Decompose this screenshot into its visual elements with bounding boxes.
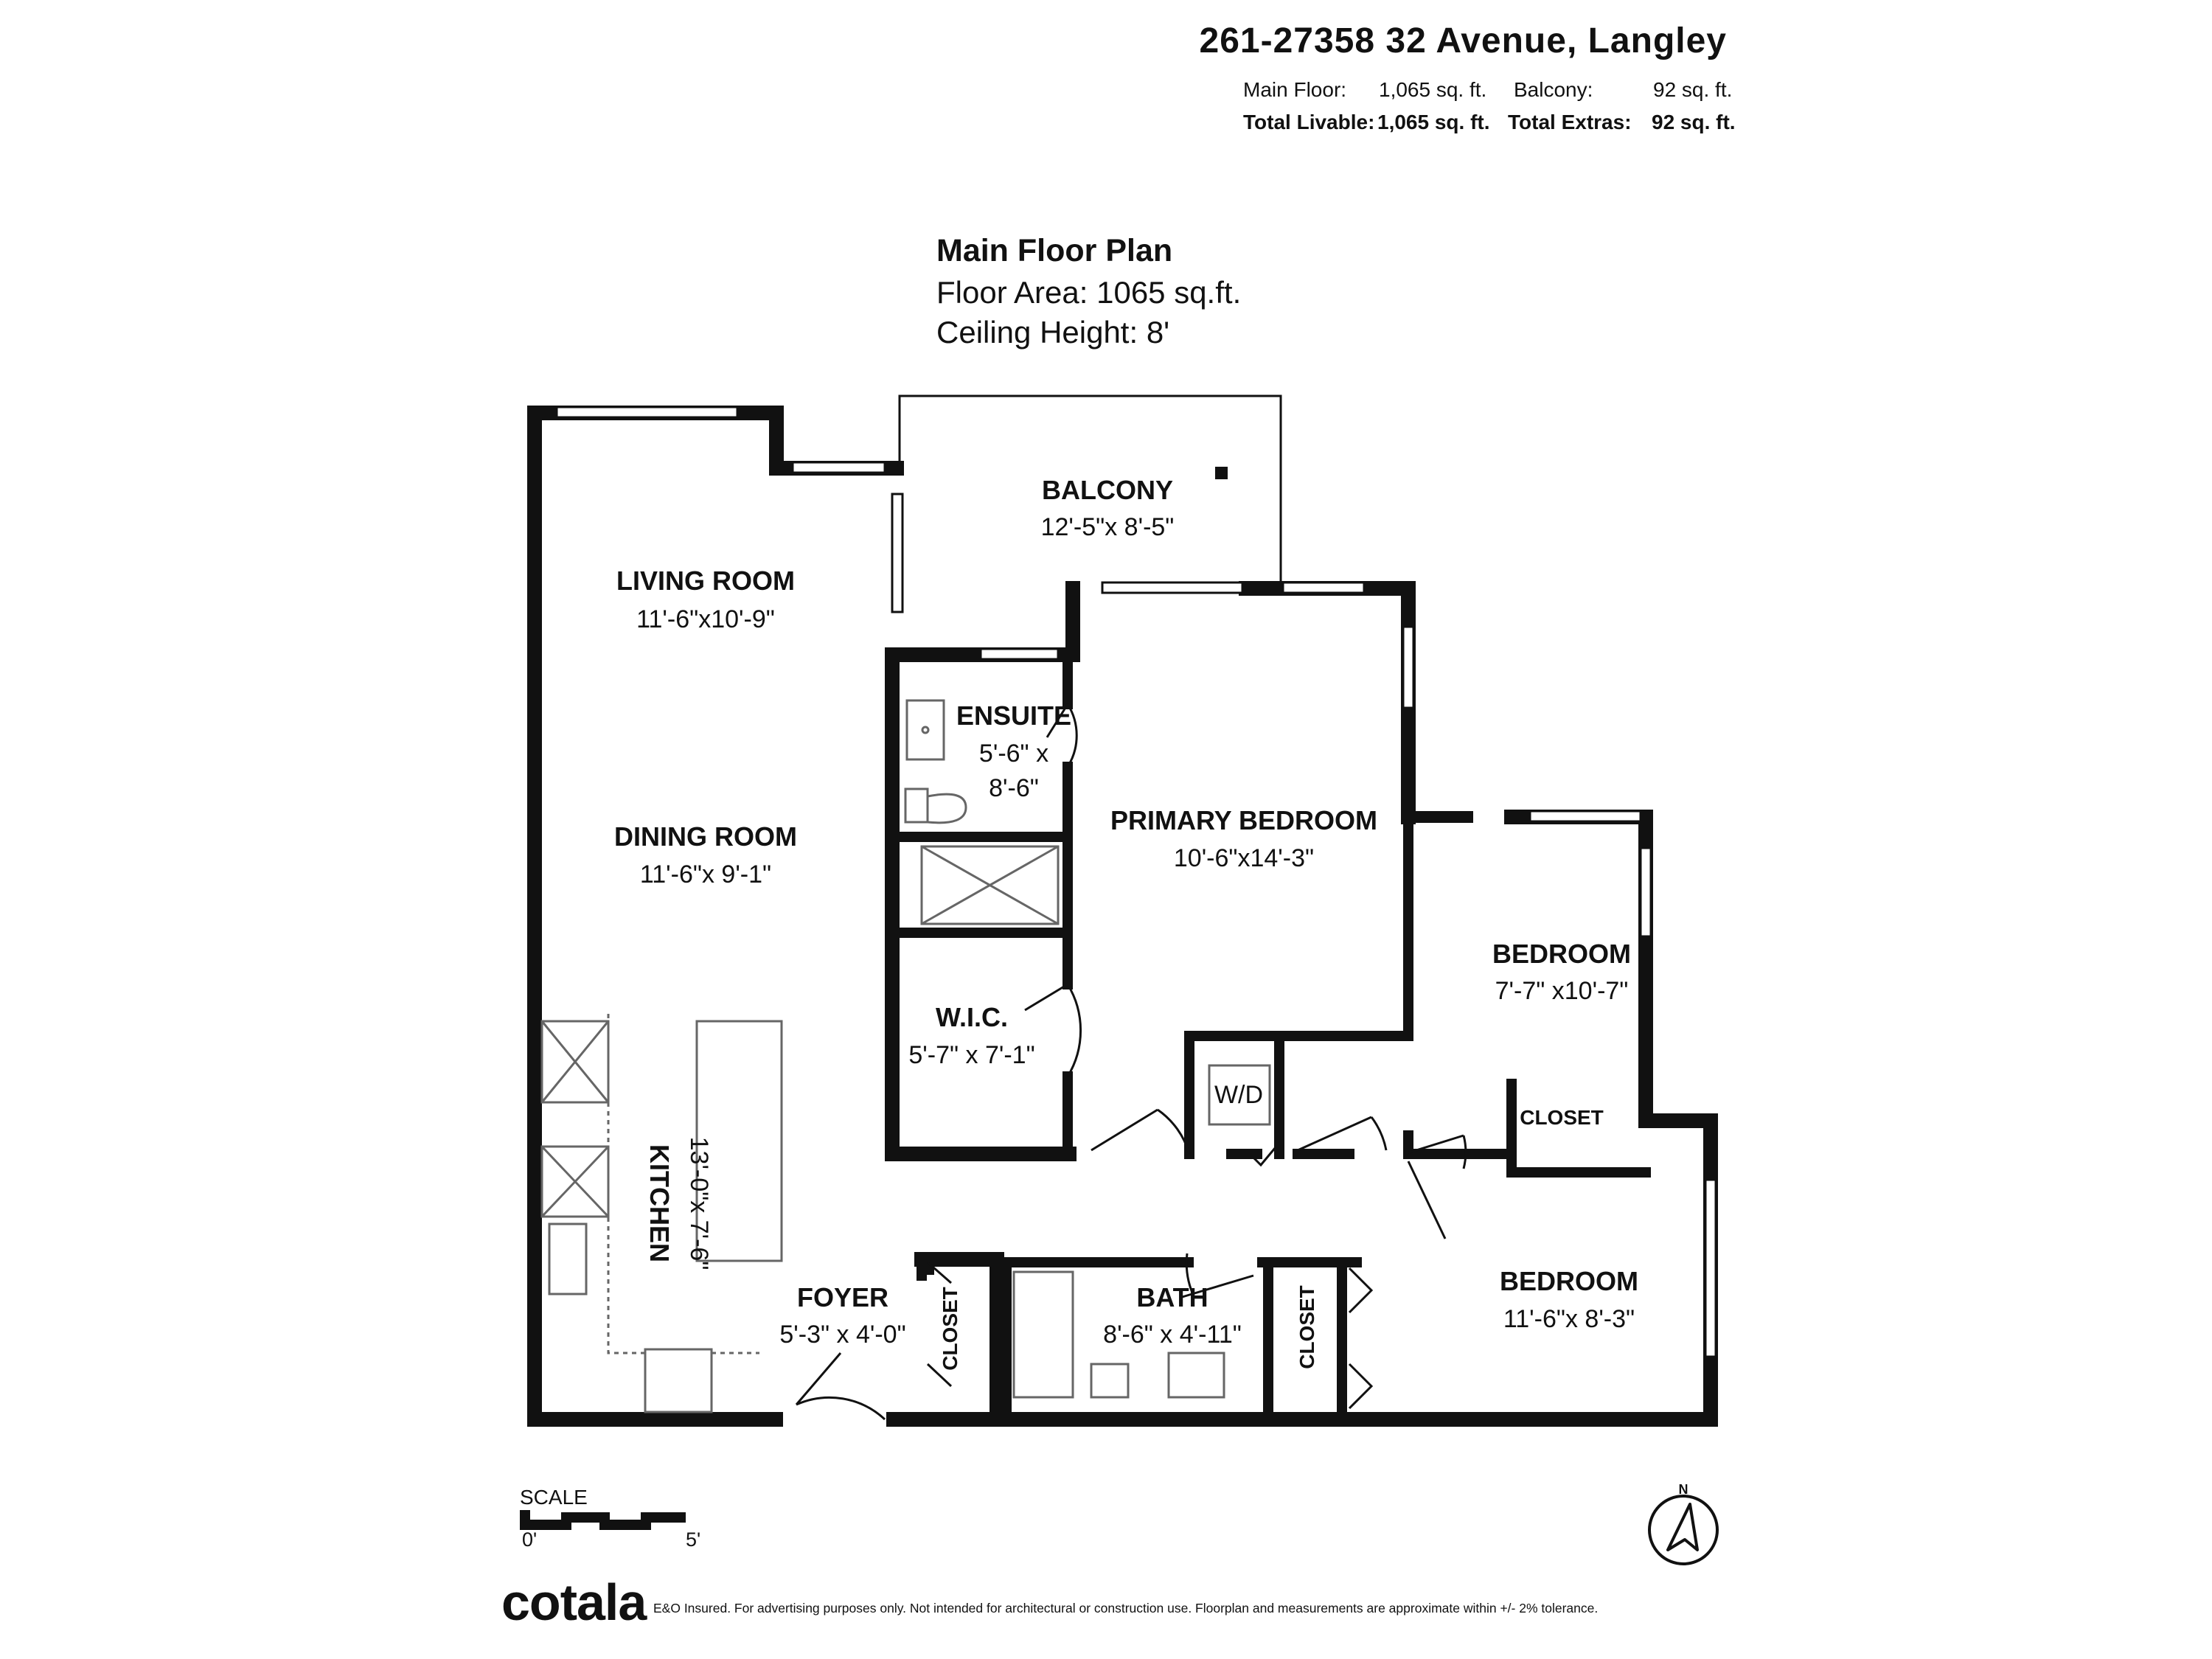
bath-label: BATH xyxy=(1136,1282,1208,1312)
foyer-dims: 5'-3" x 4'-0" xyxy=(779,1321,905,1349)
living-room-dims: 11'-6"x10'-9" xyxy=(636,605,775,633)
balcony-railing xyxy=(898,394,1282,590)
kitchen-island xyxy=(695,1020,783,1262)
plan-header: Main Floor Plan Floor Area: 1065 sq.ft. … xyxy=(936,233,1241,350)
bath-sink-icon xyxy=(1167,1352,1225,1399)
bedroom-2-dims: 7'-7" x10'-7" xyxy=(1495,977,1629,1005)
balcony-post xyxy=(1215,467,1228,479)
balcony-label: Balcony: xyxy=(1514,78,1593,101)
bedroom-2-closet-label: CLOSET xyxy=(1520,1106,1604,1129)
doors xyxy=(795,703,1467,1421)
scale-label: SCALE xyxy=(520,1486,588,1509)
ensuite-dims-line2: 8'-6" xyxy=(989,774,1039,802)
total-extras-value: 92 sq. ft. xyxy=(1652,111,1736,133)
balcony-value: 92 sq. ft. xyxy=(1653,78,1733,101)
foyer-closet-label: CLOSET xyxy=(939,1287,961,1371)
bathtub-icon xyxy=(1012,1270,1074,1399)
scale-bar xyxy=(520,1510,686,1530)
ensuite-label: ENSUITE xyxy=(956,700,1071,731)
bedroom-2-label: BEDROOM xyxy=(1492,939,1631,969)
fixtures xyxy=(540,699,1271,1413)
windows xyxy=(555,406,1717,1358)
floor-area: Floor Area: 1065 sq.ft. xyxy=(936,275,1242,310)
ensuite-toilet-icon xyxy=(904,787,929,824)
washer-dryer-icon xyxy=(1208,1064,1271,1126)
balcony-label: BALCONY xyxy=(1042,475,1173,505)
disclaimer-text: E&O Insured. For advertising purposes on… xyxy=(653,1601,1599,1615)
kitchen-dims: 13'-0"x 7'-6" xyxy=(685,1137,713,1270)
north-arrow-icon: N xyxy=(1648,1482,1719,1565)
total-livable-value: 1,065 sq. ft. xyxy=(1377,111,1490,133)
scale-start-label: 0' xyxy=(522,1528,538,1551)
property-address: 261-27358 32 Avenue, Langley xyxy=(1199,21,1727,60)
walls xyxy=(527,406,1718,1427)
ceiling-height: Ceiling Height: 8' xyxy=(936,315,1170,349)
primary-bedroom-label: PRIMARY BEDROOM xyxy=(1110,805,1377,835)
kitchen-label: KITCHEN xyxy=(644,1144,675,1262)
living-room-label: LIVING ROOM xyxy=(616,566,795,596)
main-floor-label: Main Floor: xyxy=(1243,78,1347,101)
dining-room-label: DINING ROOM xyxy=(614,821,797,852)
total-extras-label: Total Extras: xyxy=(1508,111,1632,133)
primary-bedroom-dims: 10'-6"x14'-3" xyxy=(1174,844,1314,872)
main-floor-value: 1,065 sq. ft. xyxy=(1379,78,1487,101)
bath-dims: 8'-6" x 4'-11" xyxy=(1103,1321,1242,1349)
scale-end-label: 5' xyxy=(686,1528,701,1551)
ensuite-dims-line1: 5'-6" x xyxy=(979,740,1048,768)
wic-label: W.I.C. xyxy=(936,1002,1008,1032)
total-livable-label: Total Livable: xyxy=(1243,111,1375,133)
dining-room-dims: 11'-6"x 9'-1" xyxy=(640,860,771,888)
compass-north-label: N xyxy=(1679,1482,1688,1497)
bedroom-3-dims: 11'-6"x 8'-3" xyxy=(1503,1305,1635,1333)
cooktop-icon xyxy=(644,1348,713,1413)
wic-dims: 5'-7" x 7'-1" xyxy=(908,1041,1034,1069)
bedroom-3-label: BEDROOM xyxy=(1500,1266,1638,1296)
plan-title: Main Floor Plan xyxy=(936,233,1173,268)
wd-label: W/D xyxy=(1214,1081,1263,1109)
bath-toilet-icon xyxy=(1090,1363,1130,1399)
balcony-dims: 12'-5"x 8'-5" xyxy=(1041,513,1175,541)
foyer-label: FOYER xyxy=(797,1282,888,1312)
kitchen-sink-icon xyxy=(548,1222,588,1295)
bed3-closet-label: CLOSET xyxy=(1295,1285,1318,1369)
brand-logo: cotala xyxy=(501,1573,647,1631)
